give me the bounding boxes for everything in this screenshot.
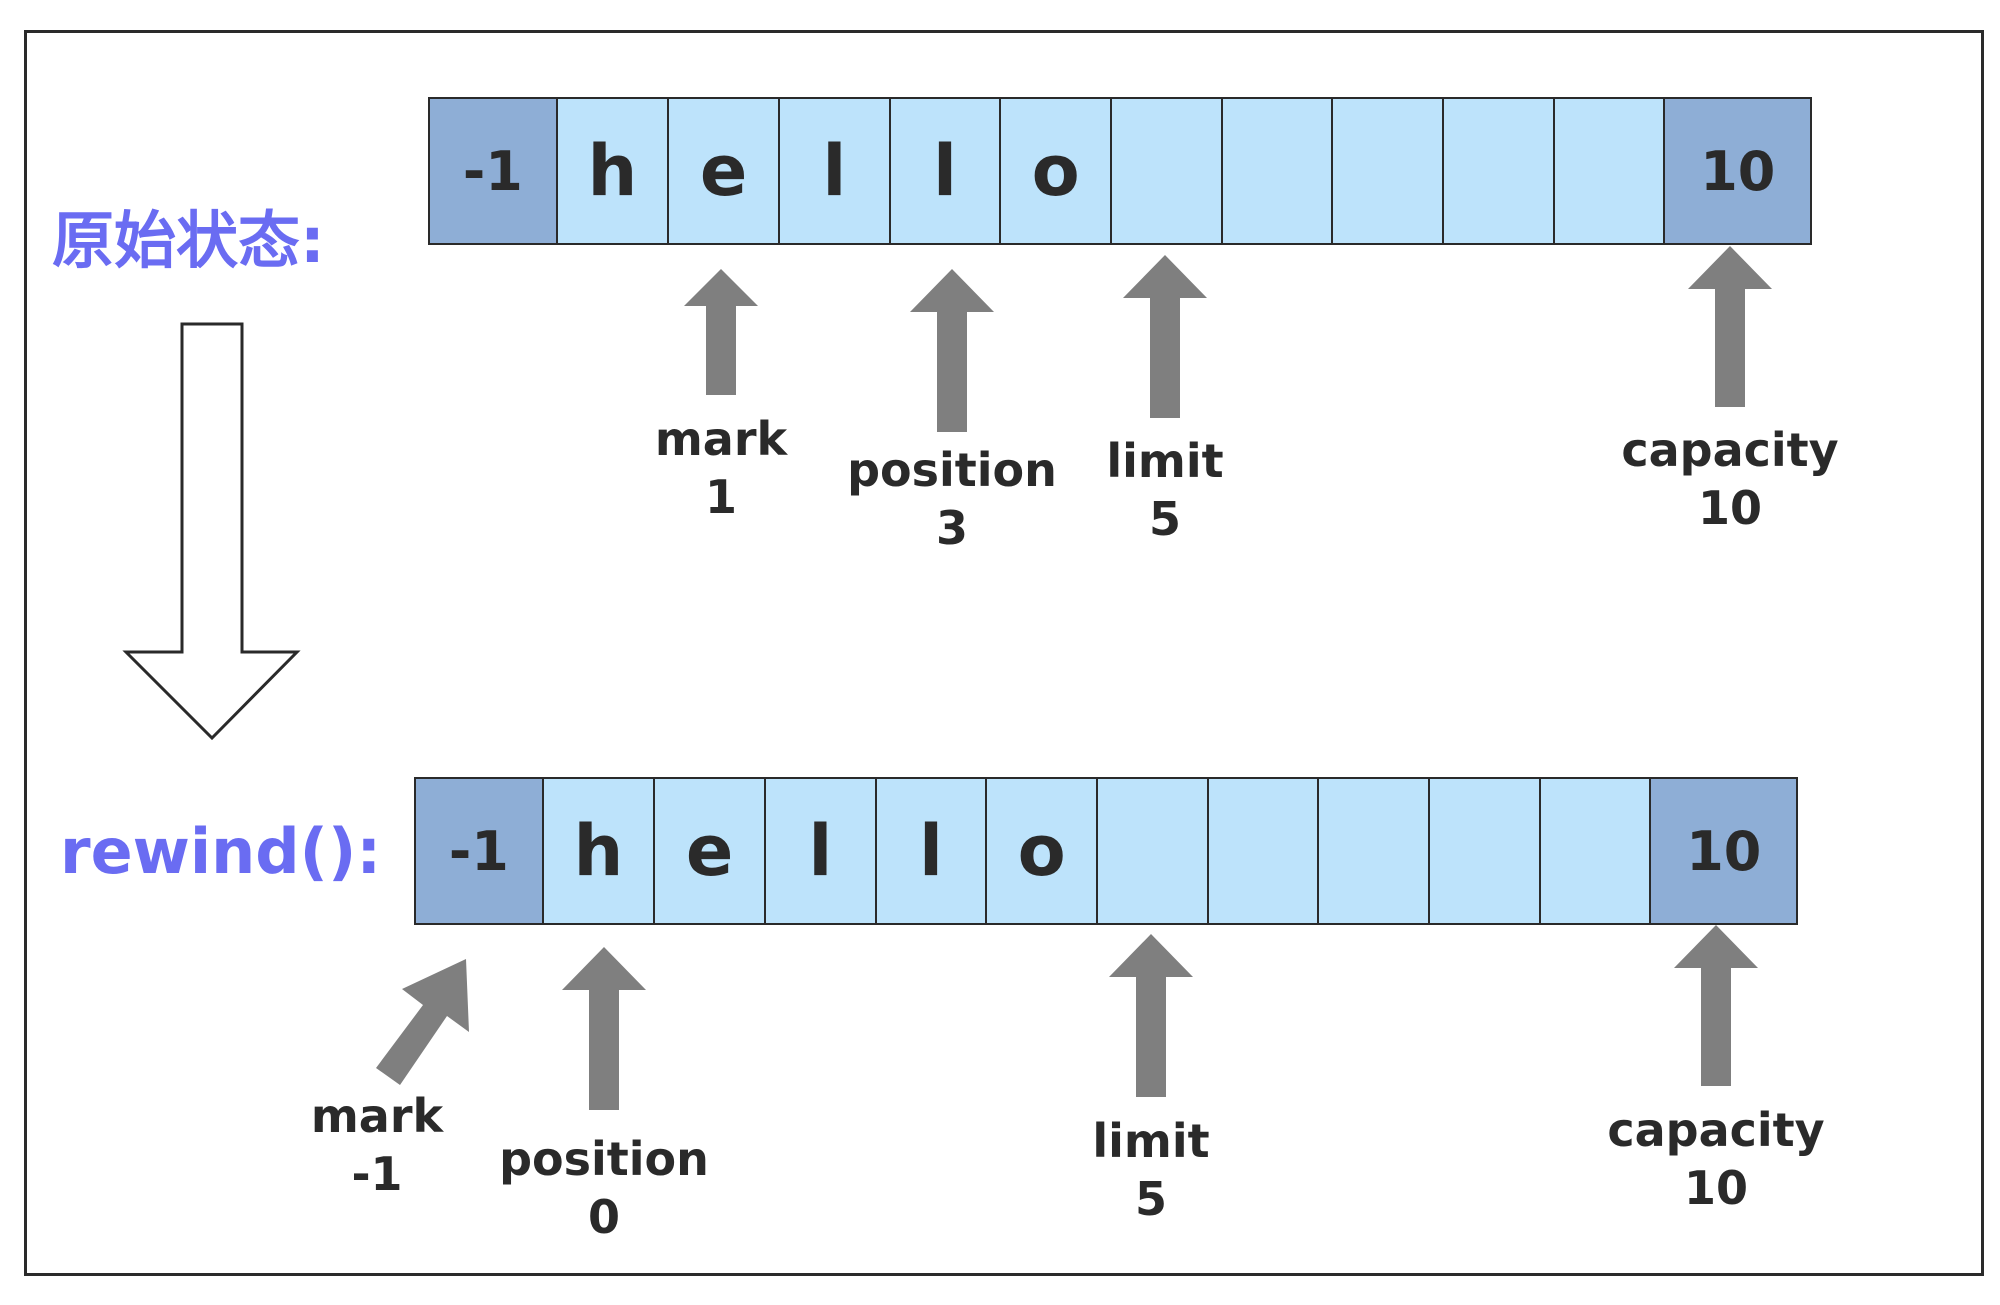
pointer-label-capacity: capacity 10 (1621, 421, 1838, 537)
buffer-cell (1098, 779, 1209, 923)
state-label-original: 原始状态: (52, 204, 325, 277)
buffer-cell: o (987, 779, 1099, 923)
pointer-value: 0 (587, 1190, 621, 1244)
buffer-cell (1222, 99, 1334, 243)
up-arrow-icon-limit (1109, 934, 1193, 1097)
diagonal-arrow-icon-mark (376, 959, 469, 1085)
up-arrow-icon-position (910, 269, 994, 432)
buffer-cell (1430, 779, 1541, 923)
diagram-frame (24, 30, 1984, 1276)
buffer-cell (1112, 99, 1223, 243)
pointer-label-position: position 0 (499, 1130, 709, 1246)
up-arrow-icon-capacity (1674, 925, 1758, 1086)
pointer-value: 10 (1683, 1161, 1749, 1215)
up-arrow-icon-limit (1123, 255, 1207, 418)
pointer-name: capacity (1607, 1103, 1825, 1157)
pointer-name: mark (654, 412, 788, 466)
buffer-cell: l (765, 779, 877, 923)
pointer-value: 10 (1697, 481, 1763, 535)
pointer-label-mark: mark -1 (311, 1087, 443, 1203)
buffer-cell: l (876, 779, 988, 923)
pointer-label-limit: limit 5 (1092, 1112, 1209, 1228)
buffer-cell-capacity-slot: 10 (1651, 779, 1797, 923)
buffer-cell: h (557, 99, 670, 243)
buffer-cell: l (779, 99, 891, 243)
buffer-cell (1333, 99, 1445, 243)
pointer-value: -1 (351, 1147, 403, 1201)
buffer-cell (1319, 779, 1431, 923)
pointer-name: capacity (1621, 423, 1839, 477)
buffer-cell: l (890, 99, 1002, 243)
pointer-label-mark: mark 1 (655, 410, 787, 526)
buffer-cell (1554, 99, 1666, 243)
buffer-cell-mark-slot: -1 (416, 779, 544, 923)
state-label-rewind: rewind(): (60, 815, 382, 888)
buffer-after-rewind: -1 h e l l o 10 (414, 777, 1798, 925)
pointer-name: mark (310, 1089, 444, 1143)
pointer-label-capacity: capacity 10 (1607, 1101, 1824, 1217)
pointer-name: limit (1092, 1114, 1210, 1168)
buffer-cell (1208, 779, 1320, 923)
up-arrow-icon-mark (684, 269, 758, 395)
up-arrow-icon-capacity (1688, 246, 1772, 407)
pointer-label-position: position 3 (847, 441, 1057, 557)
buffer-cell: h (543, 779, 656, 923)
transition-arrow-icon (122, 322, 301, 741)
buffer-cell-capacity-slot: 10 (1665, 99, 1811, 243)
buffer-cell (1444, 99, 1555, 243)
pointer-label-limit: limit 5 (1106, 432, 1223, 548)
pointer-value: 5 (1134, 1172, 1168, 1226)
buffer-cell: e (669, 99, 780, 243)
pointer-name: limit (1106, 434, 1224, 488)
buffer-cell (1540, 779, 1652, 923)
buffer-cell: o (1001, 99, 1113, 243)
pointer-name: position (847, 443, 1057, 497)
buffer-cell: e (655, 779, 766, 923)
pointer-value: 5 (1148, 492, 1182, 546)
pointer-value: 1 (704, 470, 737, 524)
pointer-name: position (499, 1132, 709, 1186)
pointer-value: 3 (935, 501, 969, 555)
buffer-original: -1 h e l l o 10 (428, 97, 1812, 245)
up-arrow-icon-position (562, 947, 646, 1110)
buffer-cell-mark-slot: -1 (430, 99, 558, 243)
